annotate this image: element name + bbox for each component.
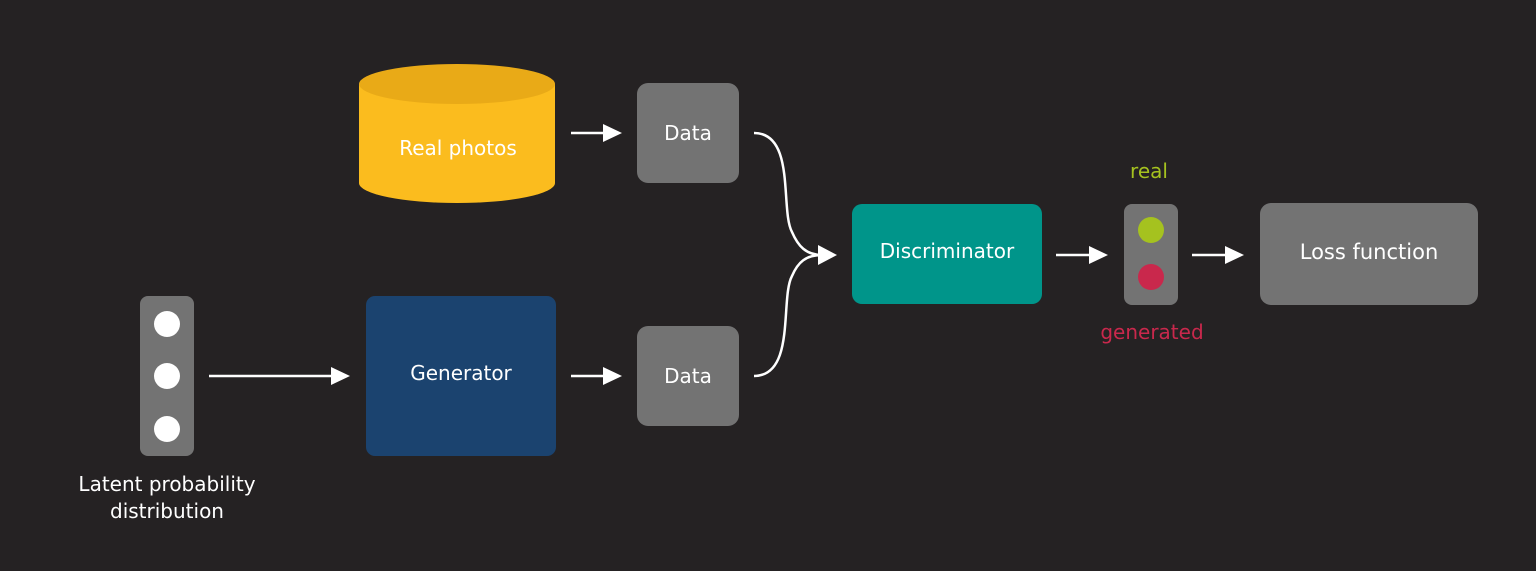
real-generated-indicator: real generated <box>1100 159 1203 344</box>
real-label: real <box>1130 159 1168 183</box>
generated-light <box>1138 264 1164 290</box>
arrow-indicator-to-loss <box>1192 246 1244 264</box>
latent-dot <box>154 416 180 442</box>
loss-function-box: Loss function <box>1260 203 1478 305</box>
arrow-generator-to-data <box>571 367 622 385</box>
data-real-label: Data <box>664 121 712 145</box>
data-box-generated: Data <box>637 326 739 426</box>
generator-label: Generator <box>410 361 512 385</box>
database-body <box>359 84 555 203</box>
arrow-latent-to-generator <box>209 367 350 385</box>
latent-dot <box>154 363 180 389</box>
real-photos-label: Real photos <box>399 136 517 160</box>
database-top <box>359 64 555 104</box>
loss-function-label: Loss function <box>1300 240 1439 264</box>
generated-label: generated <box>1100 320 1203 344</box>
latent-dot <box>154 311 180 337</box>
discriminator-label: Discriminator <box>880 239 1015 263</box>
data-generated-label: Data <box>664 364 712 388</box>
data-box-real: Data <box>637 83 739 183</box>
arrow-discriminator-to-indicator <box>1056 246 1108 264</box>
latent-label-line1: Latent probability <box>78 472 255 496</box>
real-photos-database: Real photos <box>359 64 555 203</box>
latent-distribution: Latent probability distribution <box>78 296 256 523</box>
real-light <box>1138 217 1164 243</box>
latent-label-line2: distribution <box>110 499 224 523</box>
arrow-db-to-data <box>571 124 622 142</box>
discriminator-box: Discriminator <box>852 204 1042 304</box>
merge-connector <box>753 131 837 378</box>
generator-box: Generator <box>366 296 556 456</box>
